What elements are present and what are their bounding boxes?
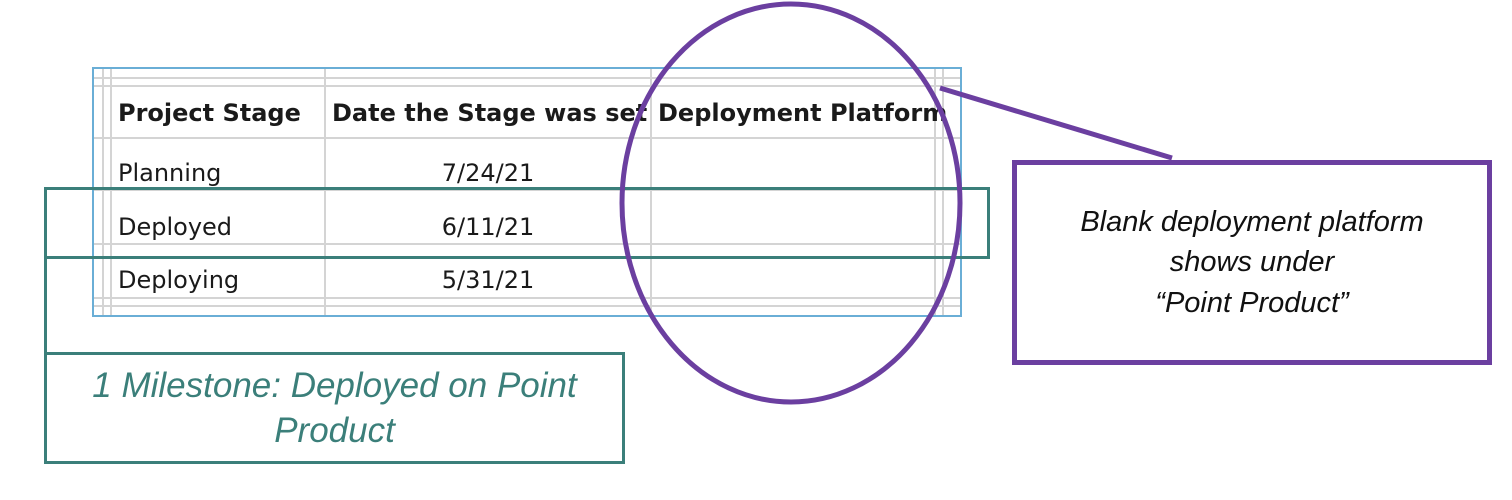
gridline bbox=[102, 69, 104, 315]
gridline bbox=[94, 243, 960, 245]
gridline bbox=[94, 85, 960, 87]
cell-stage[interactable]: Deployed bbox=[118, 213, 233, 241]
cell-stage[interactable]: Planning bbox=[118, 159, 222, 187]
platform-callout-connector-line bbox=[939, 85, 1173, 161]
deployed-row-highlight bbox=[44, 187, 990, 259]
column-header-deployment-platform[interactable]: Deployment Platform bbox=[658, 99, 948, 127]
milestone-callout: 1 Milestone: Deployed on Point Product bbox=[44, 352, 625, 464]
blank-platform-callout: Blank deployment platform shows under “P… bbox=[1012, 160, 1492, 365]
cell-date[interactable]: 6/11/21 bbox=[441, 213, 535, 241]
gridline bbox=[94, 297, 960, 299]
gridline bbox=[94, 189, 960, 191]
cell-date[interactable]: 7/24/21 bbox=[441, 159, 535, 187]
milestone-callout-text: 1 Milestone: Deployed on Point Product bbox=[92, 365, 577, 451]
column-header-project-stage[interactable]: Project Stage bbox=[118, 99, 301, 127]
gridline bbox=[324, 69, 326, 315]
gridline bbox=[94, 305, 960, 307]
cell-date[interactable]: 5/31/21 bbox=[441, 266, 535, 294]
blank-platform-callout-text: Blank deployment platform shows under “P… bbox=[1080, 205, 1424, 319]
gridline bbox=[110, 69, 112, 315]
gridline bbox=[94, 77, 960, 79]
column-header-date-set[interactable]: Date the Stage was set bbox=[332, 99, 648, 127]
milestone-connector-line bbox=[44, 258, 47, 354]
gridline bbox=[94, 137, 960, 139]
cell-stage[interactable]: Deploying bbox=[118, 266, 240, 294]
